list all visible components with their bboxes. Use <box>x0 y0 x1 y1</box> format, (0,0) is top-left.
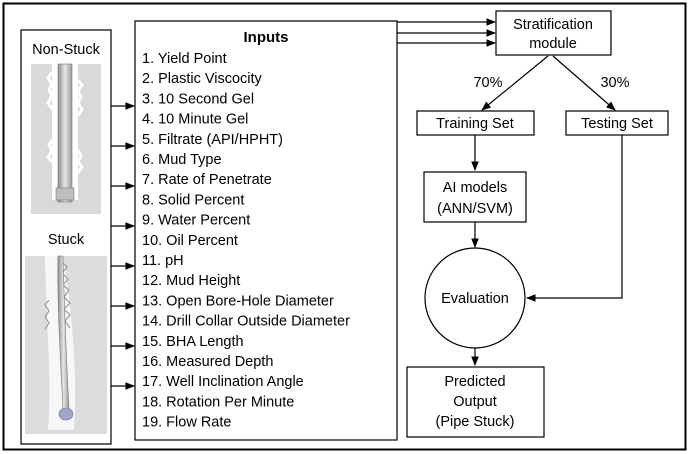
ai-models-box: AI models (ANN/SVM) <box>423 171 527 223</box>
input-item: 10. Oil Percent <box>142 233 238 249</box>
input-item: 1. Yield Point <box>142 51 227 67</box>
non-stuck-label: Non-Stuck <box>32 42 100 58</box>
panel-to-inputs-arrows <box>111 102 135 390</box>
stuck-label: Stuck <box>48 232 85 248</box>
testing-set-label: Testing Set <box>581 116 653 132</box>
input-item: 2. Plastic Viscocity <box>142 71 263 87</box>
input-item: 12. Mud Height <box>142 273 240 289</box>
split-train-percent: 70% <box>473 75 502 91</box>
arrow-to-training <box>481 55 549 111</box>
non-stuck-wellbore-image <box>31 63 101 214</box>
arrow-to-testing <box>552 55 616 111</box>
input-item: 15. BHA Length <box>142 334 244 350</box>
inputs-box: Inputs 1. Yield Point 2. Plastic Viscocit… <box>134 20 398 441</box>
inputs-to-stratification-arrows <box>397 18 496 47</box>
evaluation-label: Evaluation <box>441 291 509 307</box>
testing-set-box: Testing Set <box>565 110 669 136</box>
ai-models-line-2: (ANN/SVM) <box>437 201 513 217</box>
ai-models-line-1: AI models <box>443 180 507 196</box>
input-item: 17. Well Inclination Angle <box>142 374 304 390</box>
input-item: 7. Rate of Penetrate <box>142 172 272 188</box>
input-item: 16. Measured Depth <box>142 354 273 370</box>
input-item: 19. Flow Rate <box>142 415 231 431</box>
well-illustration-panel: Non-Stuck Stuck <box>20 29 112 445</box>
input-item: 3. 10 Second Gel <box>142 91 254 107</box>
stratification-module-box: Stratification module <box>495 10 612 56</box>
input-item: 14. Drill Collar Outside Diameter <box>142 314 350 330</box>
predicted-output-box: Predicted Output (Pipe Stuck) <box>406 366 545 438</box>
stratification-line-2: module <box>529 36 577 52</box>
split-test-percent: 30% <box>600 75 629 91</box>
arrow-testing-to-evaluation <box>526 135 623 302</box>
input-item: 13. Open Bore-Hole Diameter <box>142 293 334 309</box>
predicted-line-3: (Pipe Stuck) <box>436 414 515 430</box>
evaluation-circle: Evaluation <box>424 247 526 349</box>
predicted-line-1: Predicted <box>444 374 505 390</box>
inputs-list: 1. Yield Point 2. Plastic Viscocity 3. 10 … <box>142 51 350 431</box>
input-item: 5. Filtrate (API/HPHT) <box>142 132 283 148</box>
input-item: 11. pH <box>142 253 184 269</box>
stratification-line-1: Stratification <box>513 17 593 33</box>
training-set-label: Training Set <box>436 116 514 132</box>
stuck-wellbore-image <box>25 255 107 434</box>
input-item: 6. Mud Type <box>142 152 222 168</box>
input-item: 8. Solid Percent <box>142 192 244 208</box>
input-item: 9. Water Percent <box>142 213 250 229</box>
input-item: 4. 10 Minute Gel <box>142 112 248 128</box>
training-set-box: Training Set <box>416 110 535 136</box>
predicted-line-2: Output <box>453 394 497 410</box>
input-item: 18. Rotation Per Minute <box>142 394 294 410</box>
inputs-title: Inputs <box>244 29 289 46</box>
